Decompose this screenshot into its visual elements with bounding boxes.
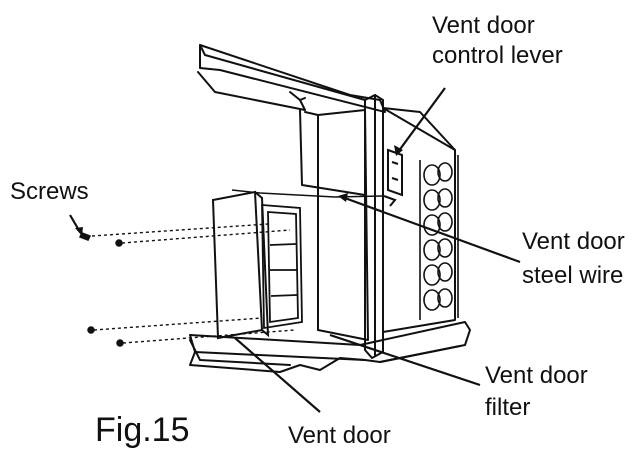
unit-top-panel xyxy=(199,44,386,113)
label-steel-wire-line2: steel wire xyxy=(522,262,624,289)
label-control-lever-line2: control lever xyxy=(432,42,563,69)
screw-guides xyxy=(91,223,296,344)
steel-wire xyxy=(231,189,384,198)
figure-caption: Fig.15 xyxy=(95,411,190,449)
unit-top-inner xyxy=(197,71,306,111)
label-vent-door: Vent door xyxy=(288,422,391,449)
label-screws: Screws xyxy=(10,178,89,205)
label-filter-line1: Vent door xyxy=(485,362,588,389)
arrowheads xyxy=(75,145,403,236)
label-steel-wire-line1: Vent door xyxy=(522,228,625,255)
base-pan-lip xyxy=(189,351,366,373)
label-filter-line2: filter xyxy=(485,394,531,421)
coil-housing-top xyxy=(382,107,456,151)
leader-steel-wire xyxy=(341,195,521,264)
unit-top-rim xyxy=(199,44,366,101)
top-slot xyxy=(289,91,306,101)
label-control-lever-line1: Vent door xyxy=(432,12,535,39)
base-pan-front xyxy=(379,345,461,363)
coil-housing xyxy=(382,107,456,333)
leader-filter xyxy=(329,333,481,387)
coil-tubes xyxy=(419,155,459,320)
leader-control-lever xyxy=(397,87,446,153)
back-wall xyxy=(299,109,366,196)
floor-front xyxy=(189,339,291,366)
back-wall-side xyxy=(304,111,319,331)
control-lever xyxy=(383,148,403,207)
leader-vent-door xyxy=(234,337,321,413)
base-pan xyxy=(189,321,471,363)
vent-door-panel xyxy=(211,190,270,340)
side-wall xyxy=(317,109,369,341)
vent-door-filter xyxy=(261,204,303,330)
screws xyxy=(78,232,124,347)
